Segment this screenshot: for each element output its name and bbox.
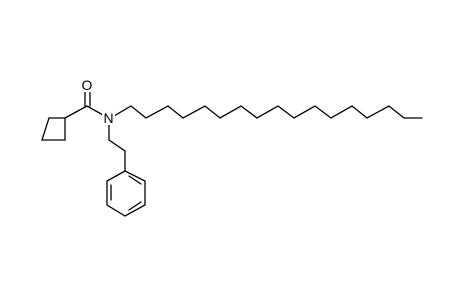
aromatic-bond	[128, 175, 142, 185]
benzene-ring	[106, 170, 146, 217]
nitrogen-label: N	[103, 110, 113, 126]
hexadecyl-chain	[113, 105, 423, 119]
bond	[86, 105, 104, 116]
benzene-outline	[106, 170, 146, 217]
carbonyl	[84, 89, 91, 107]
oxygen-label: O	[82, 77, 93, 93]
cyclobutane-ring	[41, 117, 66, 141]
bond	[64, 105, 88, 119]
bond	[41, 117, 50, 141]
phenethyl-linker	[108, 124, 126, 172]
aromatic-bond	[128, 201, 142, 211]
oxygen-atom: O	[81, 77, 93, 93]
nitrogen-atom: N	[102, 110, 115, 126]
